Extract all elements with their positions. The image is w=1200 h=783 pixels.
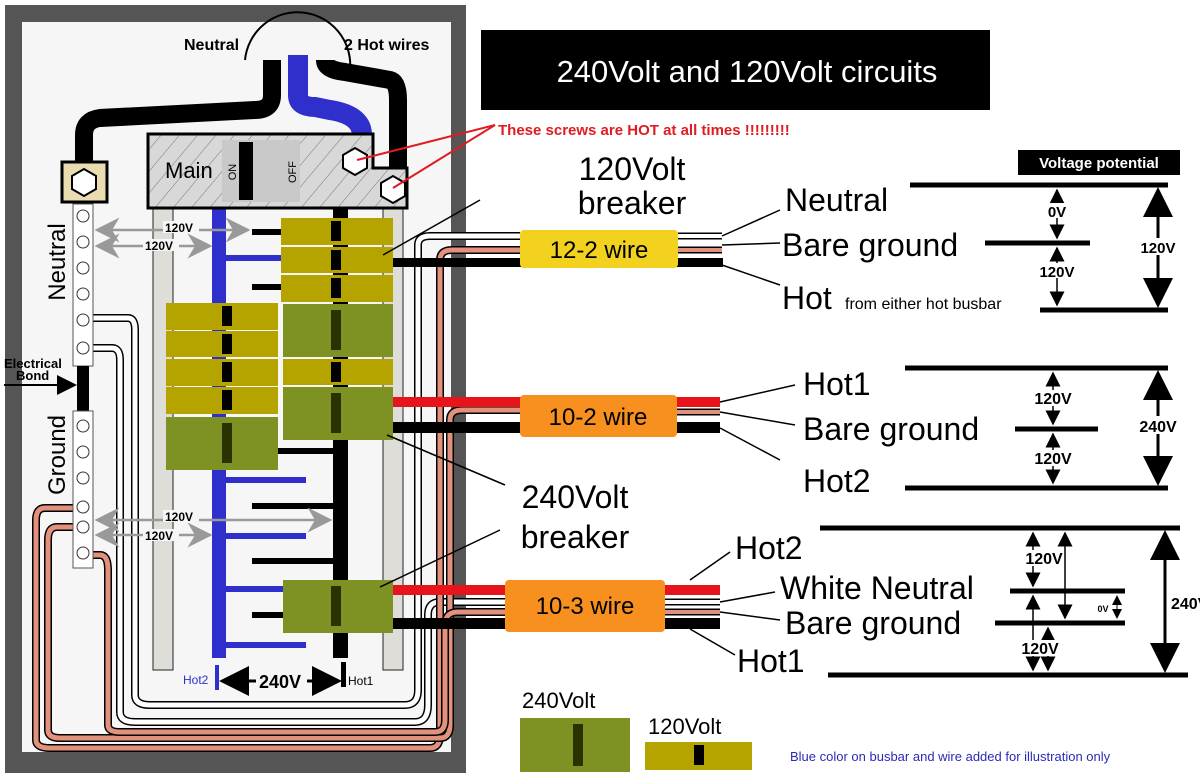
hot2-marker [215, 665, 219, 690]
hot-screw-icon [342, 146, 368, 177]
callout-120v-pointer [382, 199, 481, 256]
cable-10-2 [520, 395, 677, 437]
cable-10-3-label: 10-3 wire [536, 593, 635, 620]
wire-leaders [689, 209, 796, 656]
cable-12-2 [520, 230, 678, 268]
wire-label-bare-ground: Bare ground [782, 227, 958, 263]
breaker-240v[interactable] [166, 417, 278, 470]
busbar-stabs [226, 229, 334, 648]
bond-label-1: Electrical [4, 356, 62, 371]
breaker-120v[interactable] [166, 303, 278, 330]
ground-bar [72, 410, 94, 569]
illustration-note: Blue color on busbar and wire added for … [790, 749, 1111, 764]
callout-240v-breaker-1: 240Volt [522, 479, 629, 515]
cable-12-2-label: 12-2 wire [550, 237, 649, 264]
voltage-label: 0V [1097, 604, 1108, 614]
callout-240v-pointer [386, 434, 506, 486]
neutral-bar-label: Neutral [44, 223, 71, 300]
breaker-240v[interactable] [283, 580, 393, 633]
callout-120v-breaker-1: 120Volt [579, 151, 686, 187]
service-entrance [75, 11, 407, 172]
service-neutral-label: Neutral [184, 37, 239, 54]
warning-pointer [356, 124, 496, 161]
breaker-120v[interactable] [166, 359, 278, 386]
callout-240v-pointer [379, 529, 501, 588]
voltage-label: 120V [1034, 391, 1072, 408]
voltage-label: 120V [1025, 551, 1063, 568]
wire-label-hot2: Hot2 [803, 463, 871, 499]
panel-120v-label: 120V [165, 221, 193, 235]
hot-note: from either hot busbar [845, 296, 1002, 313]
panel-120v-label: 120V [145, 529, 173, 543]
main-label: Main [165, 158, 213, 183]
voltage-label: 120V [1039, 264, 1074, 281]
breaker-120v[interactable] [281, 275, 393, 302]
callout-120v-breaker-2: breaker [578, 185, 687, 221]
breaker-240v[interactable] [283, 387, 393, 440]
page-title: 240Volt and 120Volt circuits [557, 54, 938, 89]
legend-240v-label: 240Volt [522, 688, 595, 713]
breaker-120v[interactable] [166, 387, 278, 414]
wire-label-hot2: Hot2 [735, 530, 803, 566]
panel-240v-label: 240V [259, 672, 301, 692]
wire-label-bare-ground: Bare ground [785, 605, 961, 641]
voltage-potential-label: Voltage potential [1039, 155, 1159, 172]
breakers [166, 218, 393, 633]
hot1-label: Hot1 [348, 674, 374, 688]
panel-internal-wires [32, 232, 520, 752]
hot2-label: Hot2 [183, 673, 209, 687]
title-box [481, 30, 990, 110]
wire-label-hot1: Hot1 [737, 643, 805, 679]
breaker-120v[interactable] [281, 247, 393, 273]
breaker-120v[interactable] [283, 359, 393, 385]
wire-label-hot1: Hot1 [803, 366, 871, 402]
callout-240v-breaker-2: breaker [521, 519, 630, 555]
voltage-label: 0V [1048, 204, 1066, 221]
wire-label-bare-ground: Bare ground [803, 411, 979, 447]
voltage-label: 240V [1139, 419, 1177, 436]
ground-bar-screws [76, 419, 90, 560]
legend-240v-swatch [520, 718, 630, 772]
wire-label-white-neutral: White Neutral [780, 570, 974, 606]
wire-label-neutral: Neutral [785, 182, 888, 218]
voltage-label: 240V [1171, 596, 1200, 613]
wire-label-hot: Hot [782, 280, 832, 316]
legend-120v-label: 120Volt [648, 714, 721, 739]
voltage-label: 120V [1140, 240, 1175, 257]
bond-label-2: Bond [16, 368, 49, 383]
voltage-potential-box [1018, 150, 1180, 175]
bonding-strap [77, 366, 89, 411]
panel-120v-label: 120V [145, 239, 173, 253]
panel-120v-label: 120V [165, 510, 193, 524]
ground-bar-label: Ground [44, 415, 71, 495]
cable-10-3 [505, 580, 665, 632]
breaker-240v[interactable] [283, 304, 393, 357]
breaker-120v[interactable] [281, 218, 393, 245]
neutral-bar-screws [76, 209, 90, 355]
breaker-120v[interactable] [166, 331, 278, 357]
voltage-label: 120V [1021, 641, 1059, 658]
cable-10-2-label: 10-2 wire [549, 404, 648, 431]
off-label: OFF [287, 161, 299, 183]
main-breaker-handle[interactable] [239, 142, 253, 200]
main-breaker-handle-area [222, 140, 300, 202]
on-label: ON [227, 164, 239, 181]
voltage-label: 120V [1034, 451, 1072, 468]
voltage-diagram-10-3 [820, 525, 1188, 678]
hot-screws-warning: These screws are HOT at all times !!!!!!… [498, 122, 790, 139]
service-hot-wires-label: 2 Hot wires [344, 37, 429, 54]
neutral-lug-screw-icon [71, 167, 97, 198]
legend-120v-swatch [645, 742, 752, 770]
hot-screw-icon [380, 174, 406, 205]
warning-pointer [392, 124, 496, 189]
hot1-marker [341, 662, 346, 687]
